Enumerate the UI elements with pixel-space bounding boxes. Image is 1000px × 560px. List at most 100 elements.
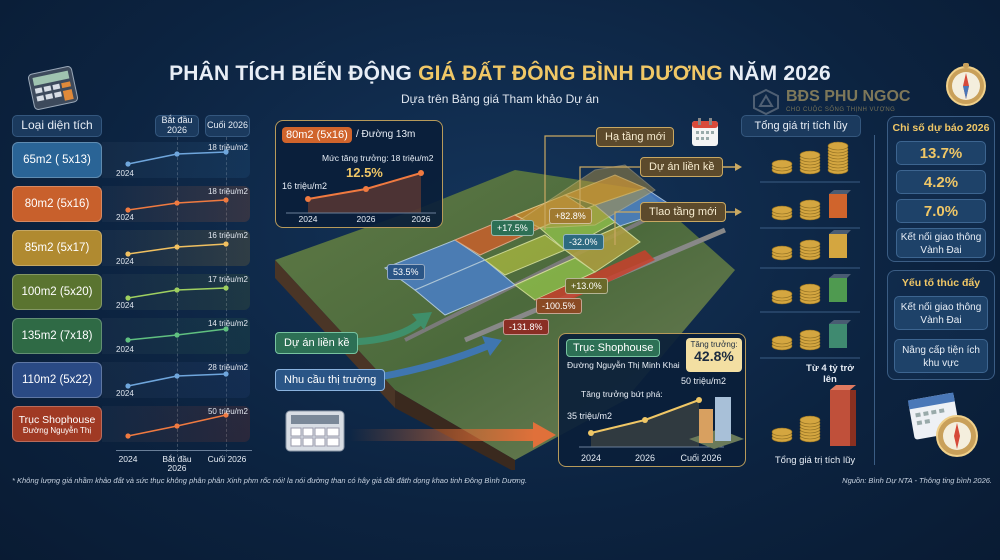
coin-stack-icon [799,239,821,261]
sparkline-point [125,433,131,439]
accumulation-footer: Tổng giá trị tích lũy [774,455,856,466]
column-header-area: Loại diện tích [12,115,102,137]
brand-logo-icon [753,88,779,116]
card-axis-label: 2026 [356,214,376,224]
brand-watermark: BĐS PHU NGOC CHO CUỘC SỐNG THỊNH VƯỢNG [752,88,942,116]
row-year: 2024 [116,257,134,266]
card-point [418,170,424,176]
area-label: 65m2 ( 5x13) [23,154,91,166]
area-row-sparkline: 28 triệu/m2 2024 [102,362,250,398]
area-row-sparkline: 17 triệu/m2 2024 [102,274,250,310]
card-growth-label: Mức tăng trưởng: 18 triệu/m2 [322,153,434,163]
row-value: 17 triệu/m2 [207,275,248,284]
growth-pct: 42.8% [694,348,734,364]
row-year: 2024 [116,389,134,398]
sparkline-point [223,149,229,155]
card-point [363,186,369,192]
shophouse-street: Đường Nguyễn Thị Minh Khai [567,360,680,370]
shophouse-growth-badge: Tăng trưởng: 42.8% [686,338,742,372]
coin-stack-icon [771,159,793,175]
sparkline-point [174,200,180,206]
row-year: 2024 [116,169,134,178]
coin-stack-icon [799,283,821,305]
row-year: 2024 [116,345,134,354]
guide-line-start [177,137,178,457]
shophouse-axis-label: 2026 [634,453,656,463]
column-header-end: Cuối 2026 [205,115,250,137]
card-start-value: 16 triệu/m2 [282,181,328,191]
page-title: PHÂN TÍCH BIẾN ĐỘNG GIÁ ĐẤT ĐÔNG BÌNH DƯ… [169,62,831,85]
plot-orange [563,174,647,206]
sparkline-point [223,412,229,418]
card-point [305,196,311,202]
coin-stack-icon [799,329,821,351]
area-row-label: 80m2 (5x16) [12,186,102,222]
arrow-label-adjacent-project: Dự án liền kề [275,332,359,354]
drivers-panel: Yếu tố thúc đẩy Kết nối giao thông Vành … [887,270,995,380]
shophouse-title: Trục Shophouse [566,339,661,357]
orange-arrow-icon [350,422,556,448]
area-label: 135m2 (7x18) [21,330,93,342]
percent-badge: 53.5% [387,264,425,280]
shophouse-axis-label: Cuối 2026 [680,453,722,463]
card-line-chart [286,170,436,214]
area-label: 85m2 (5x17) [24,242,90,254]
forecast-title: Chỉ số dự báo 2026 [892,122,990,134]
area-row-label: 135m2 (7x18) [12,318,102,354]
row-value: 16 triệu/m2 [207,231,248,240]
row-value: 14 triệu/m2 [207,319,248,328]
row-value: 18 triệu/m2 [207,187,248,196]
accumulation-graphic [760,141,860,446]
forecast-value: 7.0% [896,199,986,223]
calendar-compass-icon [907,392,978,457]
accumulation-top-note: Từ 4 tỷ trở lên [806,363,854,385]
sparkline-point [223,371,229,377]
accumulation-header: Tổng giá trị tích lũy [741,115,861,137]
area-row-label: 110m2 (5x22) [12,362,102,398]
brand-name: BĐS PHU NGOC [786,88,911,105]
card-80m2: 80m2 (5x16) / Đường 13m Mức tăng trưởng:… [275,120,443,228]
forecast-panel: Chỉ số dự báo 2026 13.7% 4.2% 7.0% Kết n… [887,116,995,262]
shophouse-line-chart [579,397,744,449]
calendar-icon [692,118,718,146]
row-value: 28 triệu/m2 [207,363,248,372]
sparkline-point [174,332,180,338]
coin-stack-icon [771,289,793,305]
row-year: 2024 [116,301,134,310]
area-sublabel: Đường Nguyễn Thị [22,425,92,435]
left-axis-end-2026: Cuối 2026 [207,454,247,464]
column-header-start: Bắt đầu 2026 [155,115,199,137]
row-value: 18 triệu/m2 [207,143,248,152]
shophouse-axis-label: 2024 [580,453,602,463]
sparkline-point [125,251,131,257]
area-label: 110m2 (5x22) [21,374,93,386]
brand-tagline: CHO CUỘC SỐNG THỊNH VƯỢNG [786,107,896,113]
shophouse-end-value: 50 triệu/m2 [681,376,727,386]
sparkline-point [223,197,229,203]
area-row-label: 65m2 ( 5x13) [12,142,102,178]
left-axis-2024: 2024 [118,454,138,464]
sparkline-point [125,383,131,389]
shophouse-start-value: 35 triệu/m2 [567,411,613,421]
callout-infrastructure: Hạ tầng mới [596,127,675,147]
row-year: 2024 [116,213,134,222]
percent-badge: +82.8% [549,208,592,224]
sparkline-point [223,285,229,291]
drivers-title: Yếu tố thúc đẩy [901,277,981,289]
area-label: Trục Shophouse [18,413,96,426]
tall-bar-icon [830,385,856,446]
sparkline-point [125,337,131,343]
sparkline-point [174,423,180,429]
coin-stack-icon [771,335,793,351]
area-row-sparkline: 50 triệu/m2 [102,406,250,442]
card-growth-pct: 12.5% [346,165,383,180]
coin-stack-icon [799,415,821,443]
coin-stack-icon [827,141,849,175]
percent-badge: -32.0% [563,234,604,250]
callout-adjacent-project: Dự án liền kề [640,157,724,177]
block-icon [829,230,851,258]
sparkline-point [223,241,229,247]
footer-disclaimer: * Không lượng giá nhầm khảo đất và sức t… [12,476,528,485]
sparkline-point [223,326,229,332]
shophouse-point [642,417,648,423]
